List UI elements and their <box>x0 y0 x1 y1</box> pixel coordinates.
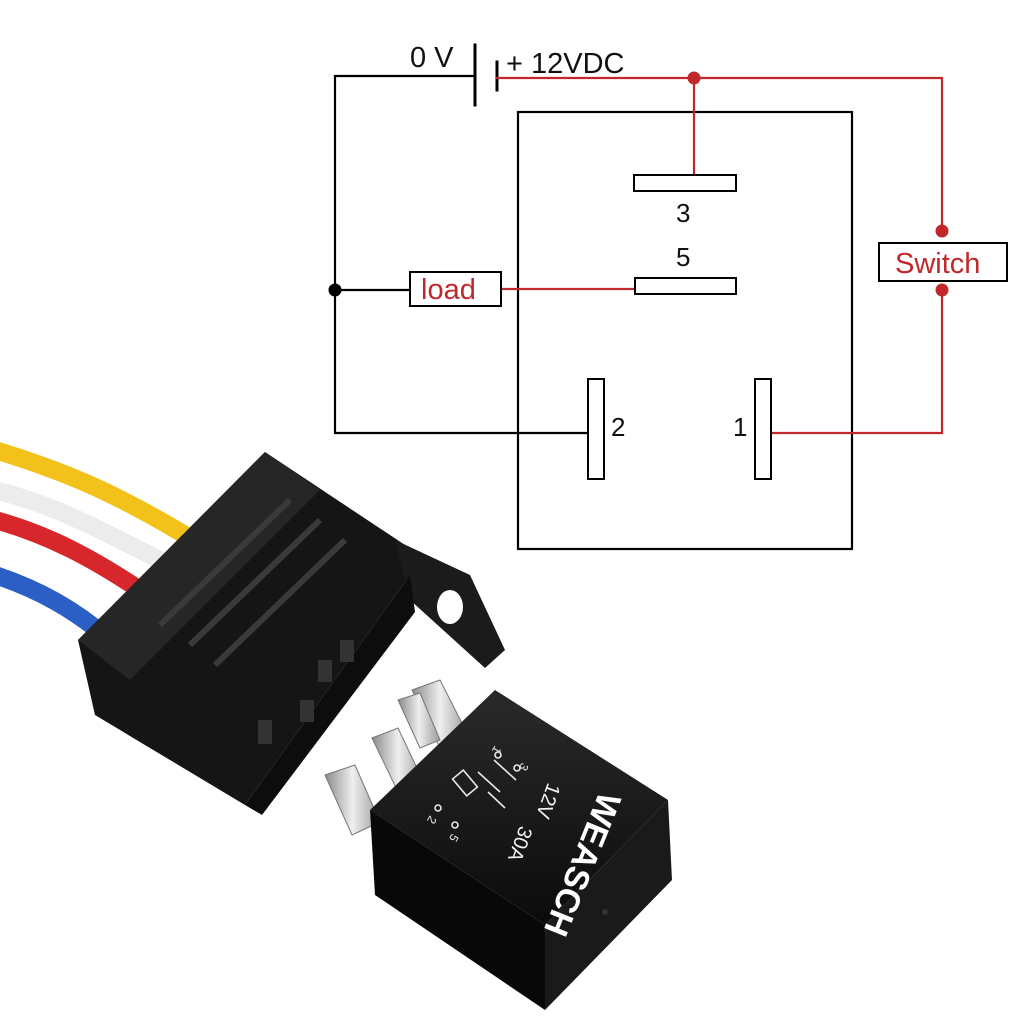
load-box <box>409 271 502 307</box>
socket-mount-hole <box>437 590 463 624</box>
ground-junction-dot <box>328 283 342 297</box>
relay-pin-dot-1 <box>494 751 502 759</box>
ground-wire <box>333 74 592 435</box>
relay-printed-schematic <box>434 751 521 829</box>
socket-terminal-slots <box>258 640 354 744</box>
switch-label: Switch <box>895 248 980 280</box>
switch-box <box>878 242 1008 282</box>
relay-pin-dot-5 <box>451 821 459 829</box>
diagram-labels: 0 V + 12VDC 3 5 2 1 load Switch <box>410 42 980 442</box>
pin-3-label: 3 <box>676 198 690 228</box>
switch-to-pin1-wire <box>769 288 944 435</box>
relay-terminal-4 <box>397 692 441 749</box>
switch-top-dot <box>935 224 949 238</box>
relay-top-face <box>370 690 668 925</box>
red-wire <box>0 512 149 599</box>
pin-2-contact <box>587 378 605 480</box>
pin-5-contact <box>634 277 737 295</box>
relay-coil-symbol <box>451 768 479 798</box>
load-label: load <box>421 274 476 306</box>
relay-vent-hole <box>602 909 608 915</box>
relay-front-face <box>370 810 545 1010</box>
relay-switch-symbol <box>477 759 517 809</box>
socket-side-face <box>245 575 415 815</box>
supply-wire <box>495 76 944 232</box>
pin-1-contact <box>754 378 772 480</box>
socket-ribs <box>157 497 348 668</box>
battery-positive-label: + 12VDC <box>506 48 624 80</box>
supply-junction-dot <box>687 71 701 85</box>
relay-cube: 1 3 2 5 12V 30A WEASCH <box>324 679 672 1010</box>
battery-negative-label: 0 V <box>410 42 454 74</box>
relay-socket <box>78 452 505 815</box>
white-wire <box>0 482 169 569</box>
switch-bottom-dot <box>935 283 949 297</box>
pin-1-label: 1 <box>733 412 747 442</box>
yellow-wire <box>0 442 194 544</box>
wiring-diagram <box>328 43 1008 551</box>
relay-pin-dot-2 <box>434 804 442 812</box>
socket-body <box>78 452 410 805</box>
relay-pin-dot-3 <box>513 764 521 772</box>
relay-outline <box>516 110 854 551</box>
pin-2-label: 2 <box>611 412 625 442</box>
relay-side-face <box>545 800 672 1010</box>
socket-top-face <box>78 452 320 680</box>
pin-3-contact <box>633 174 737 192</box>
pin-5-label: 5 <box>676 242 690 272</box>
